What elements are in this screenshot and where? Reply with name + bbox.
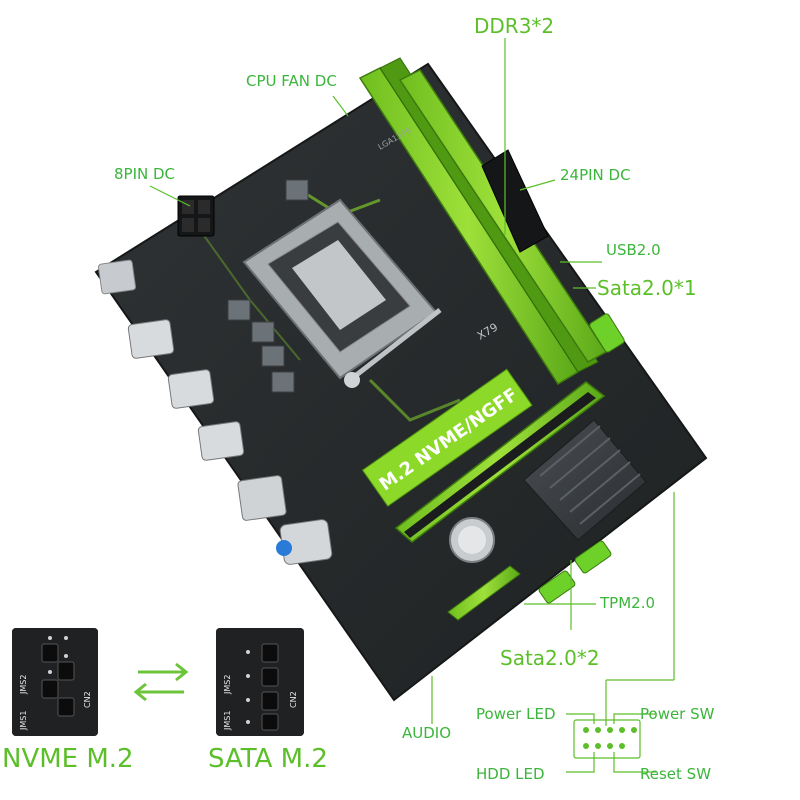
- label-sata2: Sata2.0*2: [500, 646, 600, 670]
- label-nvme: NVME M.2: [2, 744, 134, 774]
- sata-port-2: [574, 540, 612, 574]
- label-power-sw: Power SW: [640, 705, 715, 723]
- jms1-print: JMS1: [19, 711, 28, 731]
- label-hdd-led: HDD LED: [476, 765, 545, 783]
- cpu-socket: [242, 198, 442, 388]
- swap-arrows: [133, 662, 189, 702]
- label-sata-m2: SATA M.2: [208, 744, 328, 774]
- pcie-x16-slot: [394, 381, 606, 543]
- jumper-sata-image: JMS2 JMS1 CN2: [216, 628, 304, 736]
- sata-port-1: [589, 313, 625, 353]
- cn2-print: CN2: [289, 691, 298, 708]
- label-24pin: 24PIN DC: [560, 166, 631, 184]
- jumper-nvme-image: JMS2 JMS1 CN2: [12, 628, 98, 736]
- label-cpu-fan: CPU FAN DC: [246, 72, 337, 90]
- label-usb2: USB2.0: [606, 241, 661, 259]
- label-ddr3: DDR3*2: [474, 14, 555, 38]
- label-8pin: 8PIN DC: [114, 165, 176, 183]
- ddr3-slots: [358, 57, 608, 386]
- jms2-print: JMS2: [223, 675, 232, 695]
- leader-lines: [149, 38, 675, 726]
- label-power-led: Power LED: [476, 705, 556, 723]
- label-tpm: TPM2.0: [600, 594, 656, 612]
- cn2-print: CN2: [83, 691, 92, 708]
- pcie-x1-slot: [447, 565, 521, 621]
- label-reset-sw: Reset SW: [640, 765, 712, 783]
- 24pin-connector: [481, 149, 549, 253]
- chipset-heatsink: [523, 419, 647, 541]
- jms1-print: JMS1: [223, 711, 232, 731]
- label-audio: AUDIO: [402, 724, 452, 742]
- front-panel-header-diagram: [566, 713, 656, 773]
- label-sata1: Sata2.0*1: [597, 276, 697, 300]
- jms2-print: JMS2: [19, 675, 28, 695]
- rear-io: [97, 259, 333, 565]
